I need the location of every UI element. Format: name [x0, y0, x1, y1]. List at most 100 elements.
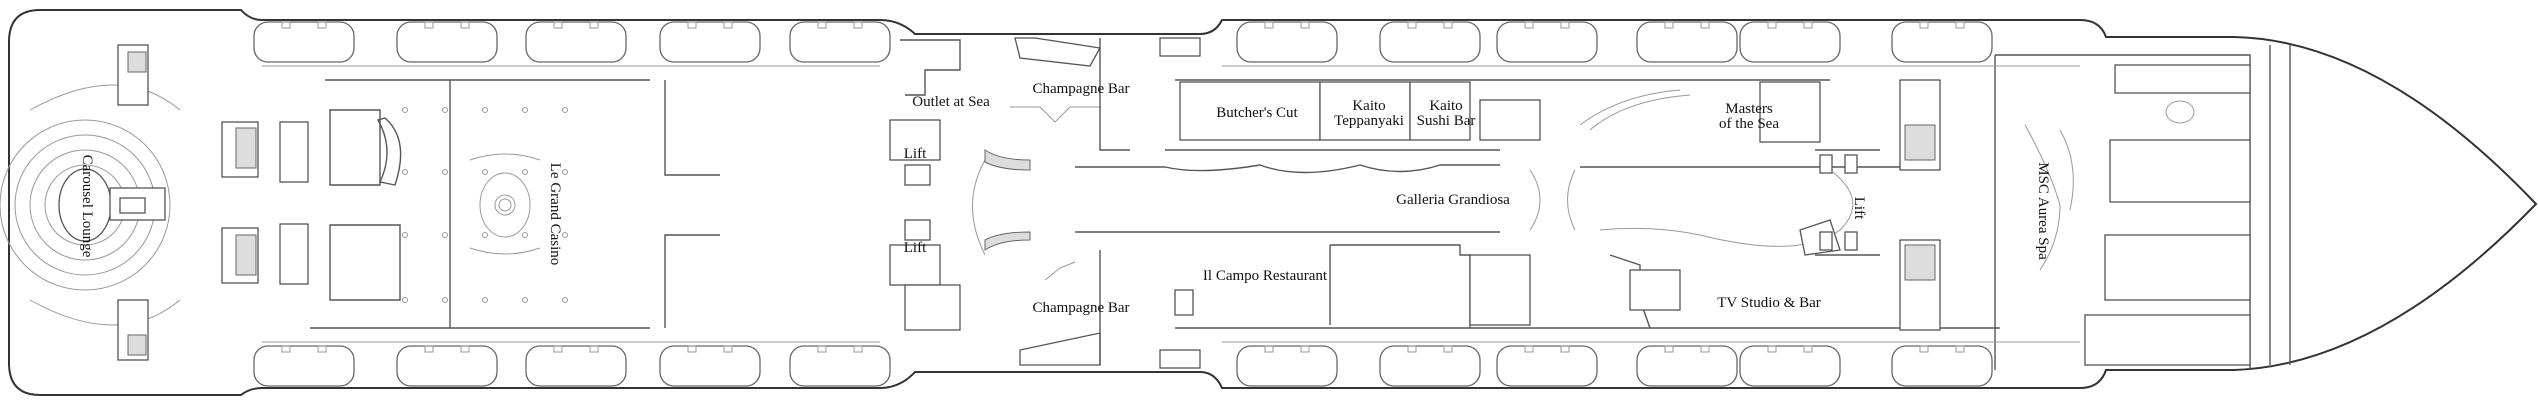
lifeboat-hatch — [1767, 21, 1777, 29]
lifeboat-hatch — [1919, 345, 1929, 353]
casino-area[interactable] — [310, 79, 720, 329]
label-kaito-sushi-2[interactable]: Sushi Bar — [1417, 113, 1476, 129]
label-tv-studio-bar[interactable]: TV Studio & Bar — [1717, 295, 1820, 311]
lifeboat — [789, 345, 891, 387]
column — [562, 297, 568, 303]
lifeboat-hatch — [817, 345, 827, 353]
column — [402, 169, 408, 175]
lifeboat-hatch — [1524, 345, 1534, 353]
lifeboat-hatch — [424, 21, 434, 29]
lifeboat — [1636, 21, 1738, 63]
lifeboat — [1496, 345, 1598, 387]
lifeboat-hatch — [281, 21, 291, 29]
lifeboat — [396, 345, 498, 387]
lifeboat-hatch — [1700, 345, 1710, 353]
venue-labels: Carousel Lounge Le Grand Casino Lift Lif… — [79, 81, 2051, 316]
lifeboat-hatch — [1767, 345, 1777, 353]
lifeboat-hatch — [1407, 345, 1417, 353]
lifeboat-hatch — [317, 21, 327, 29]
column — [562, 107, 568, 113]
lifeboat — [1379, 345, 1481, 387]
lifeboat — [659, 21, 761, 63]
lifeboat-hatch — [1264, 345, 1274, 353]
column — [522, 232, 528, 238]
lifeboat — [1891, 21, 1993, 63]
column — [442, 297, 448, 303]
lifeboat-rows — [253, 21, 2080, 387]
champagne-bar-structures — [1010, 37, 1201, 369]
column — [442, 232, 448, 238]
carousel-lounge-area[interactable] — [0, 84, 181, 326]
label-kaito-teppanyaki-1[interactable]: Kaito — [1352, 98, 1385, 114]
aurea-spa-area[interactable] — [1994, 45, 2291, 370]
column — [402, 232, 408, 238]
label-kaito-sushi-1[interactable]: Kaito — [1429, 98, 1462, 114]
lifeboat-hatch — [460, 345, 470, 353]
column — [482, 107, 488, 113]
column — [482, 232, 488, 238]
lifeboat-hatch — [1700, 21, 1710, 29]
lifeboat-hatch — [553, 21, 563, 29]
lifeboat-hatch — [460, 21, 470, 29]
column — [562, 169, 568, 175]
lifeboat-hatch — [1524, 21, 1534, 29]
label-champagne-bar-top[interactable]: Champagne Bar — [1032, 81, 1129, 97]
lifeboat-hatch — [281, 345, 291, 353]
lifeboat-hatch — [723, 21, 733, 29]
lifeboat-hatch — [817, 21, 827, 29]
restaurant-row-bottom — [1174, 244, 2000, 329]
label-lift-aft-top[interactable]: Lift — [904, 146, 927, 162]
label-il-campo-restaurant[interactable]: Il Campo Restaurant — [1203, 268, 1328, 284]
promenade-line — [262, 65, 2080, 343]
lifeboat-hatch — [1803, 21, 1813, 29]
label-lift-forward[interactable]: Lift — [1851, 197, 1867, 220]
column — [482, 297, 488, 303]
label-lift-aft-bottom[interactable]: Lift — [904, 240, 927, 256]
lifeboat-hatch — [1664, 345, 1674, 353]
lifeboat — [1891, 345, 1993, 387]
lift-lobby-aft — [889, 39, 961, 331]
column — [482, 169, 488, 175]
label-champagne-bar-bottom[interactable]: Champagne Bar — [1032, 300, 1129, 316]
column — [402, 107, 408, 113]
lifeboat-hatch — [1300, 345, 1310, 353]
label-msc-aurea-spa[interactable]: MSC Aurea Spa — [2035, 162, 2051, 260]
lifeboat-hatch — [853, 21, 863, 29]
label-galleria-grandiosa[interactable]: Galleria Grandiosa — [1396, 192, 1510, 208]
column — [522, 297, 528, 303]
lifeboat-hatch — [1803, 345, 1813, 353]
lifeboat-hatch — [1560, 345, 1570, 353]
label-carousel-lounge[interactable]: Carousel Lounge — [79, 155, 95, 258]
column — [562, 232, 568, 238]
label-outlet-at-sea[interactable]: Outlet at Sea — [912, 94, 990, 110]
lifeboat — [1379, 21, 1481, 63]
lifeboat-hatch — [317, 345, 327, 353]
label-masters-1[interactable]: Masters — [1725, 101, 1773, 117]
lifeboat-hatch — [589, 21, 599, 29]
lifeboat — [525, 345, 627, 387]
column — [522, 169, 528, 175]
lifeboat — [253, 345, 355, 387]
lifeboat — [1236, 345, 1338, 387]
aft-stairwells — [117, 44, 309, 361]
column — [442, 169, 448, 175]
lifeboat-hatch — [1407, 21, 1417, 29]
label-butchers-cut[interactable]: Butcher's Cut — [1216, 105, 1298, 121]
casino-columns — [402, 107, 568, 303]
lifeboat-hatch — [687, 345, 697, 353]
lifeboat — [525, 21, 627, 63]
label-kaito-teppanyaki-2[interactable]: Teppanyaki — [1334, 113, 1404, 129]
lifeboat-hatch — [1560, 21, 1570, 29]
label-masters-2[interactable]: of the Sea — [1719, 116, 1779, 132]
lifeboat — [1636, 345, 1738, 387]
lifeboat — [396, 21, 498, 63]
lifeboat-hatch — [1264, 21, 1274, 29]
lifeboat-hatch — [1300, 21, 1310, 29]
lifeboat — [1739, 21, 1841, 63]
lifeboat — [659, 345, 761, 387]
column — [522, 107, 528, 113]
lifeboat-hatch — [553, 345, 563, 353]
lifeboat-hatch — [853, 345, 863, 353]
label-le-grand-casino[interactable]: Le Grand Casino — [547, 163, 563, 265]
